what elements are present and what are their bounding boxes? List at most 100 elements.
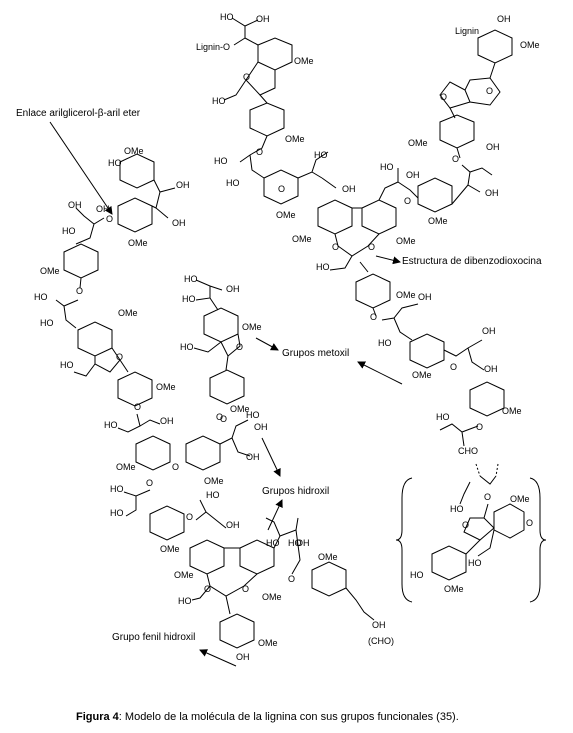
svg-text:O: O	[76, 286, 83, 296]
svg-text:OMe: OMe	[128, 238, 148, 248]
svg-text:HO: HO	[226, 178, 240, 188]
annotation-fenil-hidroxil: Grupo fenil hidroxil	[112, 632, 195, 643]
svg-text:OMe: OMe	[204, 476, 224, 486]
svg-text:O: O	[450, 362, 457, 372]
svg-text:Lignin: Lignin	[455, 26, 479, 36]
svg-text:OH: OH	[418, 292, 432, 302]
unit-dibenzodioxocin-bottom: OMe OMe O O HO OMe OH HO HO OH O OMe OH …	[174, 517, 394, 662]
svg-text:OH: OH	[497, 14, 511, 24]
svg-text:O: O	[332, 242, 339, 252]
svg-text:OMe: OMe	[160, 544, 180, 554]
svg-text:O: O	[278, 184, 285, 194]
unit-dibenzodioxocin-top: O OMe HO OH OMe OMe O O HO HO OH OMe O O…	[263, 150, 522, 456]
caption-label: Figura 4	[76, 711, 120, 723]
svg-text:O: O	[452, 154, 459, 164]
svg-text:OMe: OMe	[292, 234, 312, 244]
annotation-dibenzodioxocina: Estructura de dibenzodioxocina	[402, 256, 542, 267]
svg-text:CHO: CHO	[458, 446, 478, 456]
svg-text:OMe: OMe	[116, 462, 136, 472]
unit-top-right: Lignin OH OMe O O OMe O OH OH OMe O	[404, 14, 540, 226]
svg-text:OH: OH	[482, 326, 496, 336]
svg-text:OMe: OMe	[262, 592, 282, 602]
svg-text:O: O	[440, 92, 447, 102]
svg-text:HO: HO	[380, 162, 394, 172]
svg-text:HO: HO	[212, 96, 226, 106]
svg-text:HO: HO	[178, 596, 192, 606]
svg-text:O: O	[236, 342, 243, 352]
svg-text:OH: OH	[254, 422, 268, 432]
svg-text:OMe: OMe	[396, 290, 416, 300]
svg-text:OMe: OMe	[502, 406, 522, 416]
svg-text:OMe: OMe	[285, 134, 305, 144]
svg-text:HO: HO	[184, 274, 198, 284]
svg-text:HO: HO	[104, 420, 118, 430]
svg-text:OH: OH	[160, 416, 174, 426]
svg-text:OH: OH	[226, 520, 240, 530]
svg-text:O: O	[242, 584, 249, 594]
svg-text:OMe: OMe	[242, 322, 262, 332]
svg-text:OMe: OMe	[124, 146, 144, 156]
svg-text:O: O	[404, 196, 411, 206]
svg-text:O: O	[370, 312, 377, 322]
svg-text:HO: HO	[34, 292, 48, 302]
svg-text:OH: OH	[68, 200, 82, 210]
svg-text:O: O	[526, 518, 533, 528]
svg-text:HO: HO	[110, 508, 124, 518]
annotation-metoxil: Grupos metoxil	[282, 348, 349, 359]
svg-text:OMe: OMe	[408, 138, 428, 148]
svg-text:O: O	[288, 574, 295, 584]
arrow-metoxil-right	[357, 361, 403, 385]
svg-text:Lignin-O: Lignin-O	[196, 42, 230, 52]
svg-text:O: O	[484, 492, 491, 502]
svg-text:HO: HO	[62, 226, 76, 236]
unit-top-center: HO OH Lignin-O OMe O HO OMe O HO HO	[196, 12, 314, 188]
caption-text: : Modelo de la molécula de la lignina co…	[119, 711, 459, 723]
svg-text:OH: OH	[96, 204, 110, 214]
svg-text:HO: HO	[288, 538, 302, 548]
svg-text:HO: HO	[214, 156, 228, 166]
svg-text:HO: HO	[314, 150, 328, 160]
svg-text:HO: HO	[180, 342, 194, 352]
svg-text:OMe: OMe	[258, 638, 278, 648]
svg-text:OMe: OMe	[156, 382, 176, 392]
svg-text:OMe: OMe	[510, 494, 530, 504]
svg-text:O: O	[368, 242, 375, 252]
svg-text:OH: OH	[342, 184, 356, 194]
svg-text:OMe: OMe	[276, 210, 296, 220]
arrow-enlace	[49, 121, 113, 215]
svg-text:OH: OH	[226, 284, 240, 294]
arrow-fenil-hidroxil	[199, 649, 237, 667]
svg-text:HO: HO	[108, 158, 122, 168]
svg-text:HO: HO	[266, 538, 280, 548]
svg-text:HO: HO	[316, 262, 330, 272]
svg-text:HO: HO	[436, 412, 450, 422]
svg-text:HO: HO	[220, 12, 234, 22]
svg-text:OMe: OMe	[318, 552, 338, 562]
annotations: Enlace arilglicerol-β-aril eter Estructu…	[16, 108, 542, 667]
right-brace	[529, 477, 547, 603]
annotation-enlace: Enlace arilglicerol-β-aril eter	[16, 108, 141, 119]
svg-text:HO: HO	[410, 570, 424, 580]
figure-caption: Figura 4: Modelo de la molécula de la li…	[76, 711, 459, 723]
svg-text:OMe: OMe	[520, 40, 540, 50]
svg-text:O: O	[256, 147, 263, 157]
svg-text:OH: OH	[176, 180, 190, 190]
svg-text:O: O	[243, 72, 250, 82]
svg-text:OH: OH	[406, 170, 420, 180]
arrow-hidroxil-down	[267, 499, 283, 531]
svg-text:OMe: OMe	[174, 570, 194, 580]
svg-text:OH: OH	[296, 538, 310, 548]
svg-text:O: O	[146, 478, 153, 488]
svg-text:(CHO): (CHO)	[368, 636, 394, 646]
unit-center-metoxil: HO OH HO OMe O HO OMe O	[180, 274, 262, 424]
svg-text:O: O	[106, 214, 113, 224]
svg-text:OMe: OMe	[396, 236, 416, 246]
arrow-hidroxil-up	[261, 437, 281, 477]
svg-text:O: O	[486, 86, 493, 96]
svg-text:HO: HO	[206, 490, 220, 500]
svg-text:HO: HO	[450, 504, 464, 514]
svg-text:HO: HO	[182, 294, 196, 304]
left-brace	[395, 477, 413, 603]
svg-text:OH: OH	[372, 620, 386, 630]
svg-text:OMe: OMe	[412, 370, 432, 380]
